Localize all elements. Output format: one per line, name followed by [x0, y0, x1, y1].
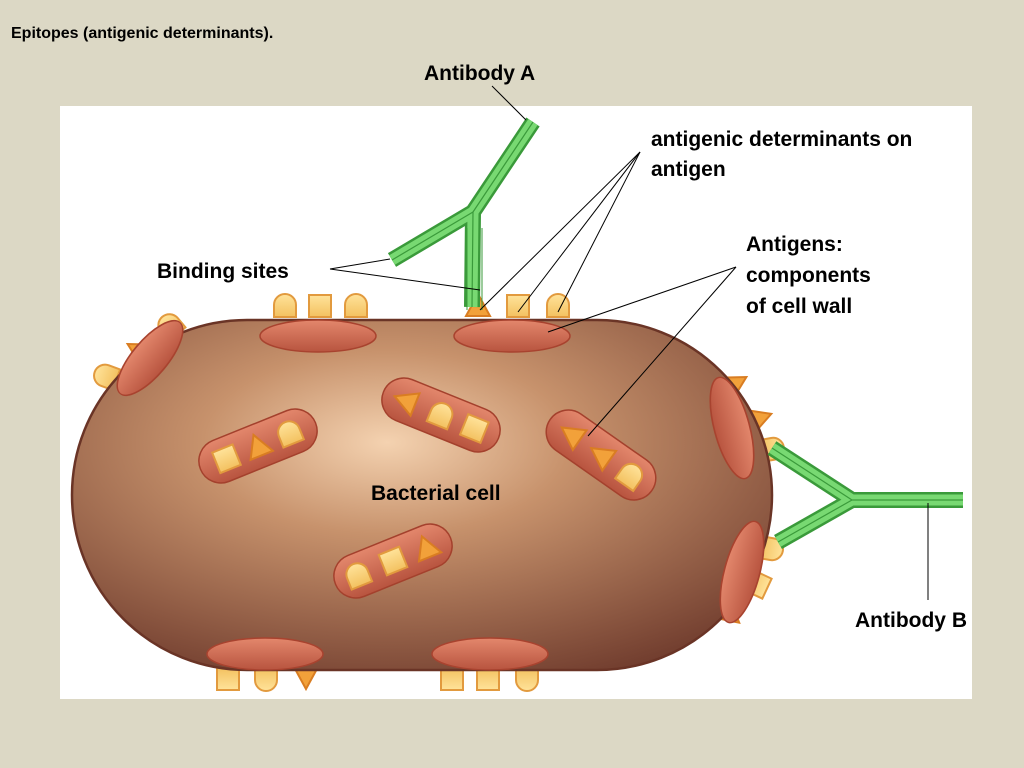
- epitope-square: [308, 294, 332, 318]
- label-antigens-2: components: [746, 264, 871, 287]
- bacterial-cell-body: [70, 318, 774, 672]
- leader-binding-site-2: [329, 268, 481, 291]
- leader-antigen-2: [587, 266, 737, 437]
- epitope-square: [440, 667, 464, 691]
- label-antibody-b: Antibody B: [855, 609, 967, 632]
- antibody-a: [387, 117, 540, 310]
- label-bacterial-cell: Bacterial cell: [371, 482, 501, 505]
- leader-binding-site-1: [329, 258, 391, 270]
- antigen-patch: [453, 319, 571, 353]
- epitope-square: [476, 667, 500, 691]
- epitope-round: [254, 667, 278, 692]
- epitope-square: [506, 294, 530, 318]
- epitope-round: [273, 293, 297, 318]
- leader-antigen-1: [547, 266, 737, 333]
- leader-antibody-a: [491, 85, 527, 121]
- label-antigens-1: Antigens:: [746, 233, 843, 256]
- antigen-patch: [206, 637, 324, 671]
- label-binding-sites: Binding sites: [157, 260, 289, 283]
- epitope-round: [515, 667, 539, 692]
- label-antibody-a: Antibody A: [424, 62, 535, 85]
- slide-title: Epitopes (antigenic determinants).: [11, 25, 274, 42]
- antigen-patch: [259, 319, 377, 353]
- leader-determinant-3: [557, 151, 641, 313]
- leader-lines: [329, 85, 929, 600]
- label-antigens-3: of cell wall: [746, 295, 852, 318]
- label-antigenic-determinants-1: antigenic determinants on: [651, 128, 912, 151]
- leader-determinant-2: [517, 151, 641, 313]
- epitope-square: [216, 667, 240, 691]
- antigen-patch: [431, 637, 549, 671]
- antibody-b: [767, 441, 963, 549]
- label-antigenic-determinants-2: antigen: [651, 158, 726, 181]
- epitope-round: [344, 293, 368, 318]
- leader-determinant-1: [479, 151, 641, 311]
